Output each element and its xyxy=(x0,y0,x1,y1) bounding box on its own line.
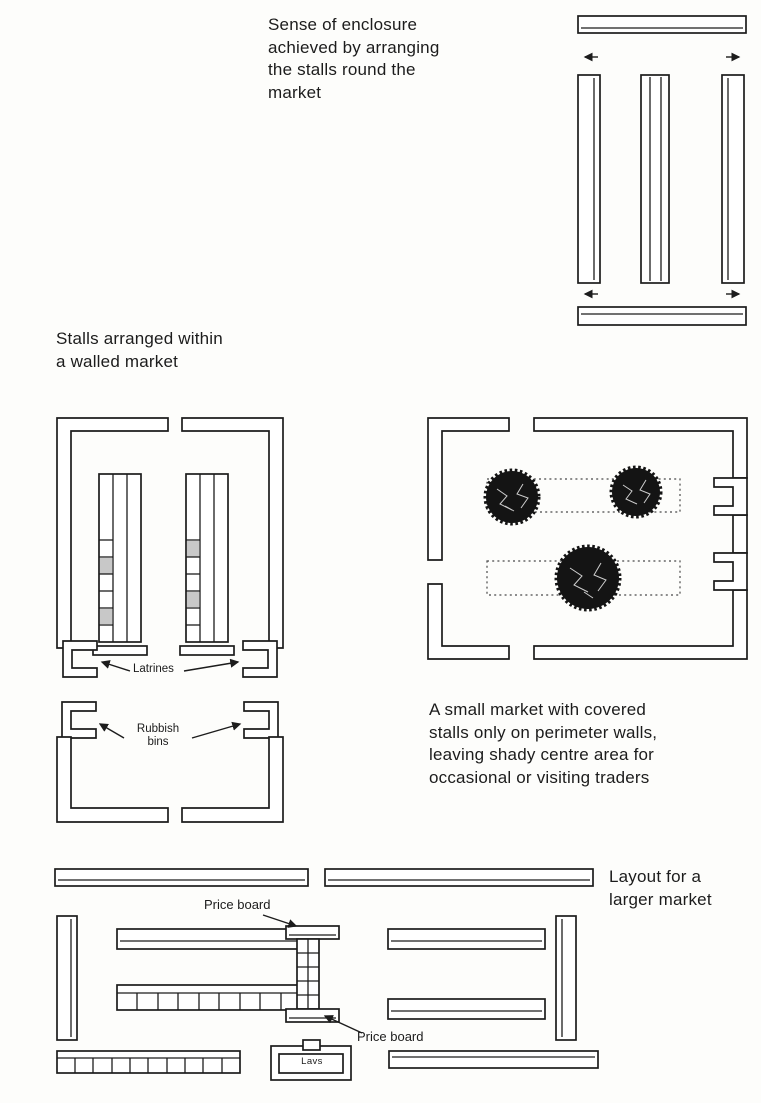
latrine-left xyxy=(62,640,98,678)
rubbish-pointer-arrows xyxy=(98,721,242,739)
wall-bottom-left-l xyxy=(427,583,510,660)
inner-stall-bar-right-upper xyxy=(387,928,546,950)
stall-block-right xyxy=(179,473,235,656)
diagram-small-market xyxy=(427,417,748,660)
right-alcove-lower xyxy=(713,552,748,591)
side-stall-bar-left xyxy=(56,915,78,1041)
caption-walled-market: Stalls arranged within a walled market xyxy=(56,329,223,371)
wall-bottom-right xyxy=(181,736,284,823)
right-stall-row xyxy=(721,74,745,284)
side-stall-bar-right xyxy=(555,915,577,1041)
top-stall-bar-right xyxy=(324,868,594,887)
bottom-stall-bar-right xyxy=(388,1050,599,1069)
wall-bottom-left xyxy=(56,736,169,823)
left-stall-row xyxy=(577,74,601,284)
latrines-pointer-arrows xyxy=(100,658,240,672)
inner-stall-bar-left-upper xyxy=(116,928,303,950)
diagram-walled-market xyxy=(56,417,284,823)
caption-larger-market: Layout for a larger market xyxy=(609,867,712,909)
label-lavs: Lavs xyxy=(301,1056,323,1067)
top-stall-bar-left xyxy=(54,868,309,887)
inner-stall-tables-left-lower xyxy=(116,984,303,1011)
label-latrines: Latrines xyxy=(133,663,174,675)
diagram-larger-market xyxy=(54,868,599,1081)
price-board-arrow-bottom xyxy=(323,1015,363,1034)
wall-bottom-right-l xyxy=(533,589,748,660)
rubbish-bin-left xyxy=(61,701,97,739)
tree-left xyxy=(483,468,541,526)
inner-stall-bar-right-lower xyxy=(387,998,546,1020)
wall-right-middle xyxy=(732,514,748,554)
label-price-board-top: Price board xyxy=(204,897,271,912)
stall-block-left xyxy=(92,473,148,656)
centre-double-stall-row xyxy=(640,74,670,284)
visiting-traders-row-top xyxy=(486,478,681,513)
rubbish-bin-right xyxy=(243,701,279,739)
tree-centre xyxy=(554,544,622,612)
bottom-stall-bar xyxy=(577,306,747,326)
label-rubbish-bins: Rubbish bins xyxy=(136,723,180,749)
wall-top-left-l xyxy=(427,417,510,561)
right-alcove-upper xyxy=(713,477,748,516)
caption-small-market: A small market with covered stalls only … xyxy=(429,700,658,787)
diagram-stalls-round-market xyxy=(577,15,747,326)
price-board-arrow-top xyxy=(262,914,298,928)
lavatories-structure xyxy=(270,1039,352,1081)
top-stall-bar xyxy=(577,15,747,34)
latrine-right xyxy=(242,640,278,678)
label-price-board-bottom: Price board xyxy=(357,1029,424,1044)
tree-right xyxy=(609,465,663,519)
caption-sense-of-enclosure: Sense of enclosure achieved by arranging… xyxy=(268,15,440,102)
bottom-stall-tables-left xyxy=(56,1050,241,1074)
